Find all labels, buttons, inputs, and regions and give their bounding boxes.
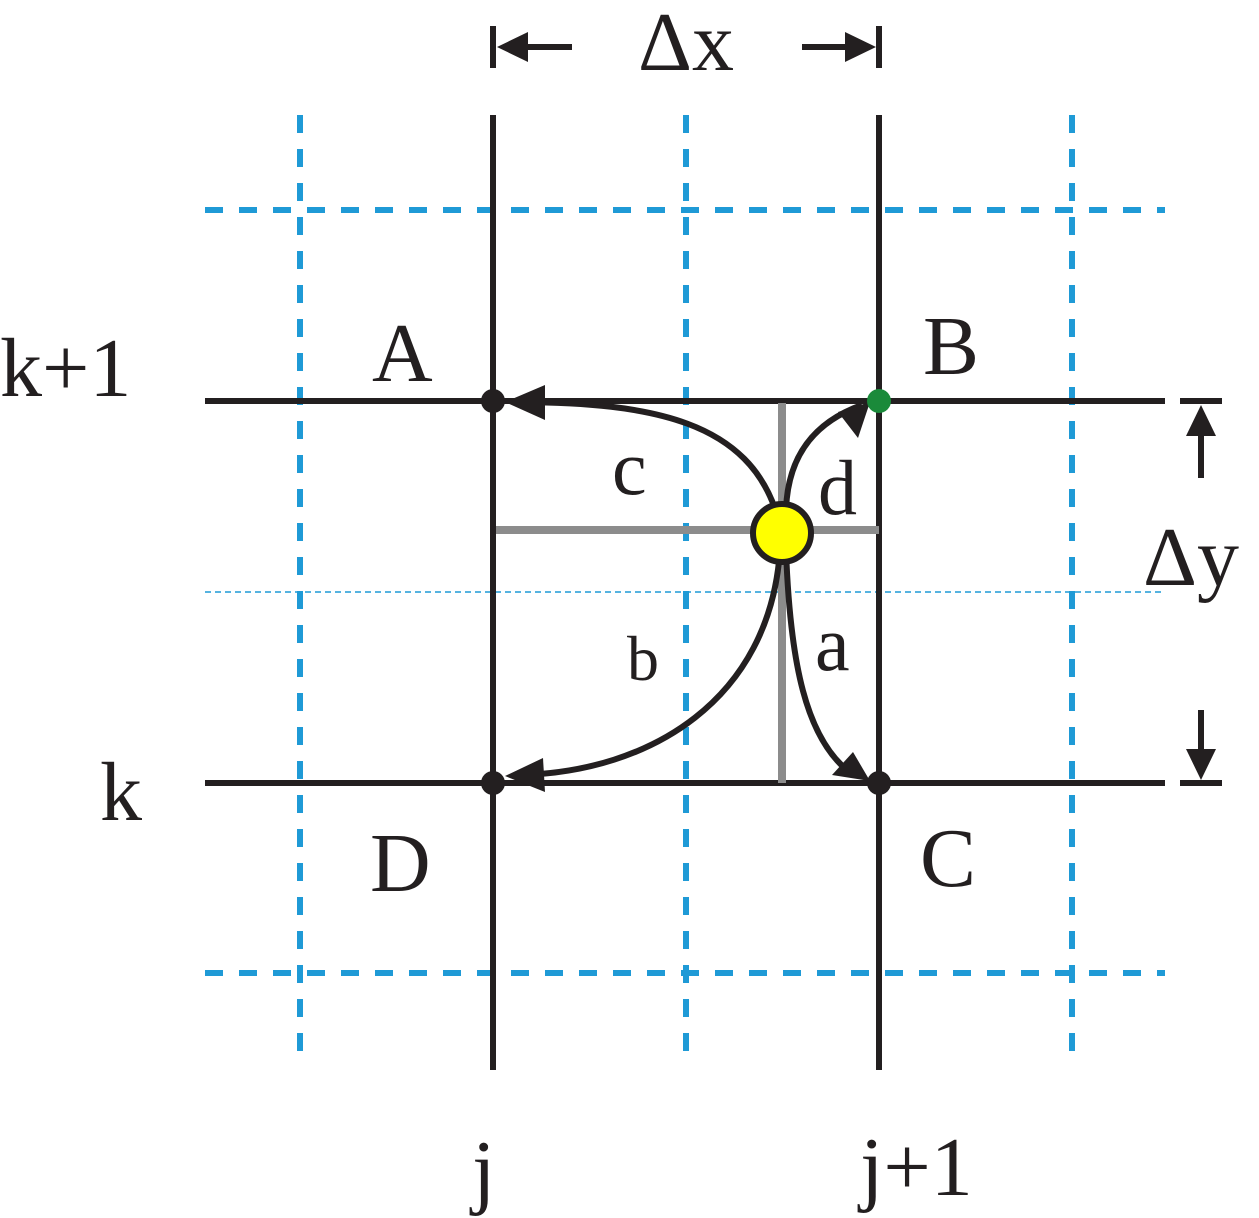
node-label-d: D	[370, 817, 431, 910]
delta-x-label: Δx	[638, 0, 734, 89]
main-grid	[205, 115, 1165, 1070]
arrowhead-b	[505, 758, 545, 792]
arrowhead-a	[832, 752, 870, 781]
delta-y-label: Δy	[1143, 511, 1239, 604]
row-label-k-plus-1: k+1	[0, 322, 131, 415]
delta-x-arrow-right-head	[845, 32, 876, 62]
path-label-c: c	[612, 424, 647, 511]
node-b-point	[867, 389, 891, 413]
trajectory-c	[519, 399, 781, 519]
delta-x-dimension	[490, 26, 882, 68]
path-label-a: a	[815, 600, 850, 687]
node-d-point	[481, 771, 505, 795]
arrowhead-d	[838, 402, 870, 438]
particle-marker	[750, 501, 814, 565]
trajectory-b	[519, 549, 783, 778]
path-label-b: b	[627, 623, 659, 694]
column-label-j: j	[469, 1124, 495, 1217]
path-label-d: d	[818, 444, 857, 531]
column-label-j-plus-1: j+1	[857, 1121, 973, 1214]
node-label-c: C	[920, 812, 976, 905]
node-label-b: B	[923, 300, 979, 393]
delta-y-dimension	[1180, 398, 1222, 786]
delta-y-arrow-bottom-head	[1186, 749, 1216, 780]
node-label-a: A	[372, 307, 433, 400]
fine-grid	[205, 115, 1165, 1065]
node-c-point	[867, 771, 891, 795]
nodes	[481, 389, 891, 795]
particle-guides	[496, 403, 879, 783]
delta-y-arrow-top-head	[1186, 405, 1216, 436]
node-a-point	[481, 389, 505, 413]
delta-x-arrow-left-head	[497, 32, 528, 62]
arrowhead-c	[505, 385, 545, 420]
trajectory-a	[783, 549, 854, 777]
arrowheads	[505, 385, 870, 792]
trajectories	[519, 399, 864, 778]
row-label-k: k	[100, 746, 142, 839]
